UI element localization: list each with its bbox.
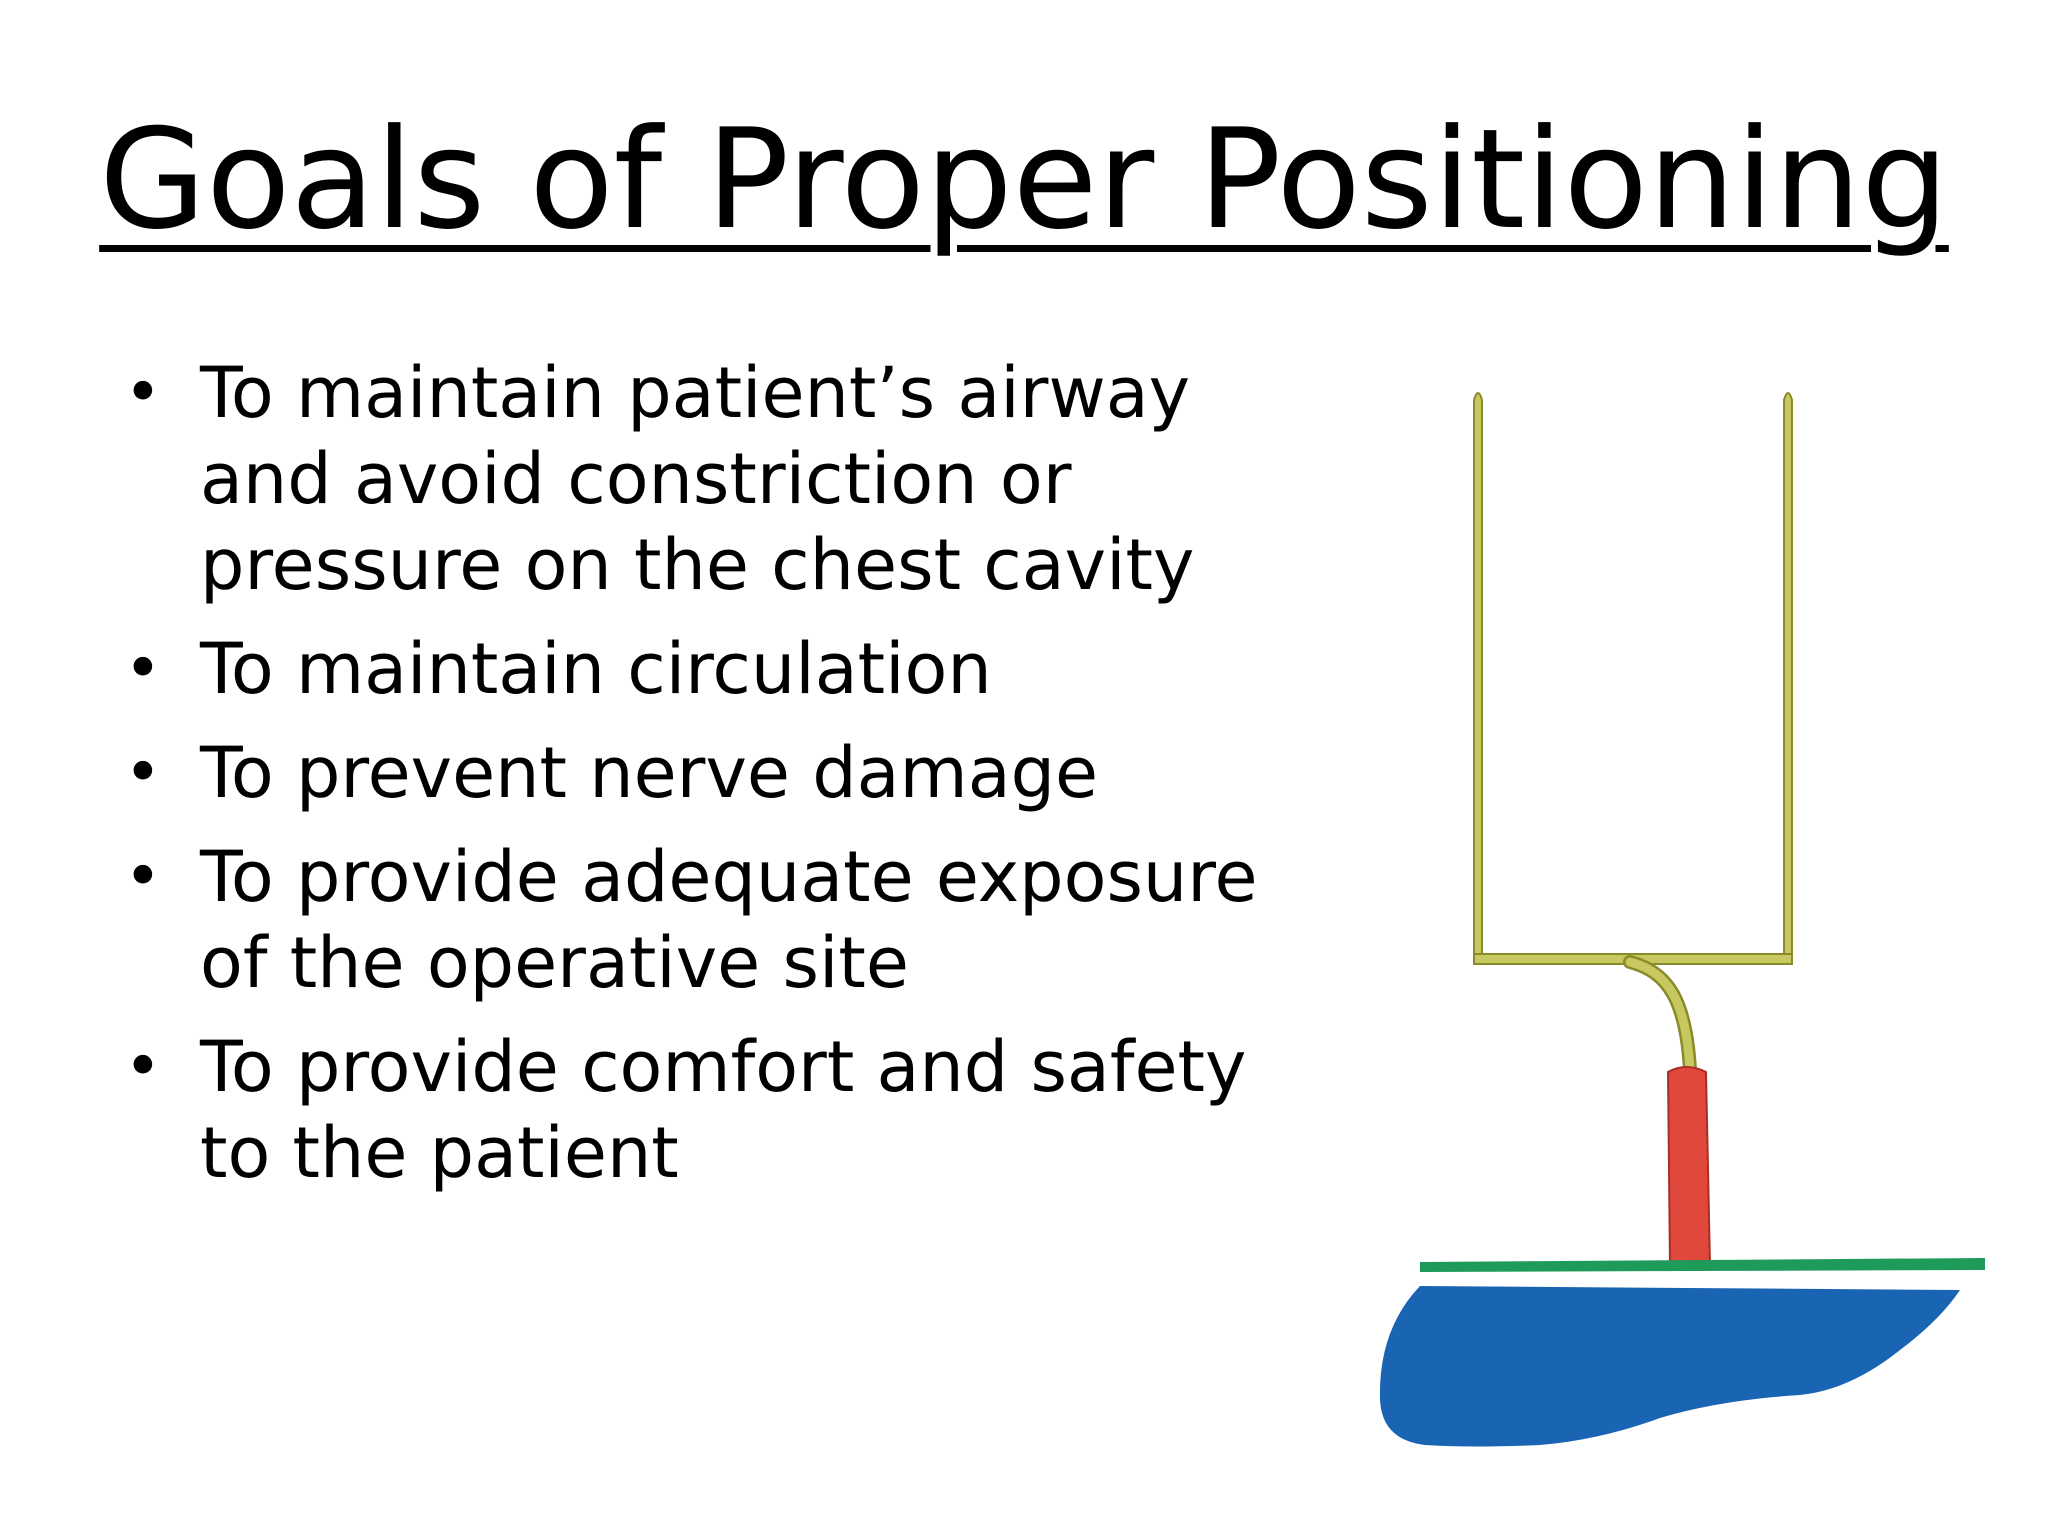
bullet-item: • To provide adequate exposure of the op… (120, 834, 1300, 1006)
goalpost-left-upright (1473, 392, 1483, 959)
goalpost-right-upright (1783, 392, 1793, 959)
goalpost-icon (1379, 392, 1985, 1447)
bullet-text: To prevent nerve damage (200, 732, 1099, 814)
goalpost-base (1666, 1066, 1712, 1267)
bullet-dot: • (124, 736, 162, 810)
slide-title: Goals of Proper Positioning (99, 99, 1949, 260)
bullet-item: • To prevent nerve damage (120, 730, 1300, 816)
bullet-text: To provide adequate exposure of the oper… (200, 836, 1258, 1004)
bullet-dot: • (124, 1030, 162, 1104)
bullet-list: • To maintain patient’s airway and avoid… (120, 350, 1300, 1214)
bullet-item: • To provide comfort and safety to the p… (120, 1024, 1300, 1196)
bullet-item: • To maintain circulation (120, 626, 1300, 712)
bullet-dot: • (124, 840, 162, 914)
ground-line (1420, 1258, 1985, 1272)
bullet-text: To provide comfort and safety to the pat… (200, 1026, 1247, 1194)
bullet-item: • To maintain patient’s airway and avoid… (120, 350, 1300, 608)
bullet-text: To maintain patient’s airway and avoid c… (200, 352, 1195, 606)
bullet-text: To maintain circulation (200, 628, 992, 710)
water-shape (1379, 1286, 1960, 1447)
bullet-dot: • (124, 632, 162, 706)
bullet-dot: • (124, 356, 162, 430)
